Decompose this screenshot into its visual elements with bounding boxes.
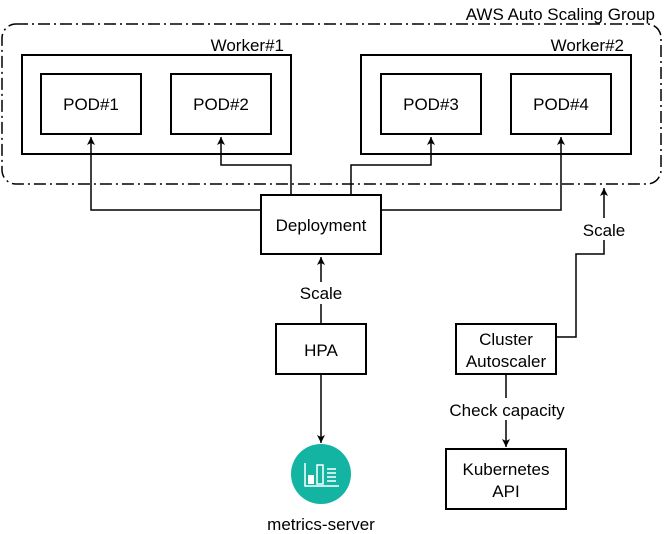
pod-4-label: POD#4 bbox=[533, 95, 589, 114]
pod-3 bbox=[380, 73, 482, 135]
check-edge-label: Check capacity bbox=[449, 401, 565, 420]
edge-deployment-pod-1 bbox=[87, 137, 261, 211]
metrics-server-label: metrics-server bbox=[267, 515, 375, 534]
kubernetes-api-label-line2: API bbox=[492, 482, 519, 501]
auto-scaling-group-label: AWS Auto Scaling Group bbox=[466, 5, 655, 24]
metrics-server-icon bbox=[291, 444, 351, 504]
edge-deployment-pod-3 bbox=[350, 137, 435, 195]
deployment-label: Deployment bbox=[276, 216, 367, 235]
cluster-autoscaler-node bbox=[455, 323, 557, 375]
kubernetes-api-label-line1: Kubernetes bbox=[463, 460, 550, 479]
edge-deployment-pod-4 bbox=[381, 137, 565, 211]
hpa-label: HPA bbox=[304, 341, 338, 360]
pod-1-label: POD#1 bbox=[63, 95, 119, 114]
worker-2-label: Worker#2 bbox=[551, 36, 624, 55]
hpa-node bbox=[275, 323, 367, 375]
pod-2-label: POD#2 bbox=[193, 95, 249, 114]
hpa-edge-label-bg bbox=[293, 282, 349, 304]
pod-1 bbox=[40, 73, 142, 135]
pod-2 bbox=[170, 73, 272, 135]
edge-deployment-pod-2 bbox=[217, 137, 292, 195]
ca-edge-label: Scale bbox=[583, 221, 626, 240]
deployment-node bbox=[260, 194, 382, 255]
pod-3-label: POD#3 bbox=[403, 95, 459, 114]
ca-edge-label-bg bbox=[578, 218, 632, 240]
check-edge-label-bg bbox=[442, 398, 572, 420]
cluster-autoscaler-label-line2: Autoscaler bbox=[466, 352, 547, 371]
hpa-edge-label: Scale bbox=[300, 284, 343, 303]
cluster-autoscaler-label-line1: Cluster bbox=[479, 330, 533, 349]
worker-1-label: Worker#1 bbox=[211, 36, 284, 55]
auto-scaling-group bbox=[1, 23, 662, 185]
edge-autoscaler-group bbox=[556, 188, 608, 338]
pod-4 bbox=[510, 73, 612, 135]
kubernetes-api-node bbox=[445, 448, 567, 510]
